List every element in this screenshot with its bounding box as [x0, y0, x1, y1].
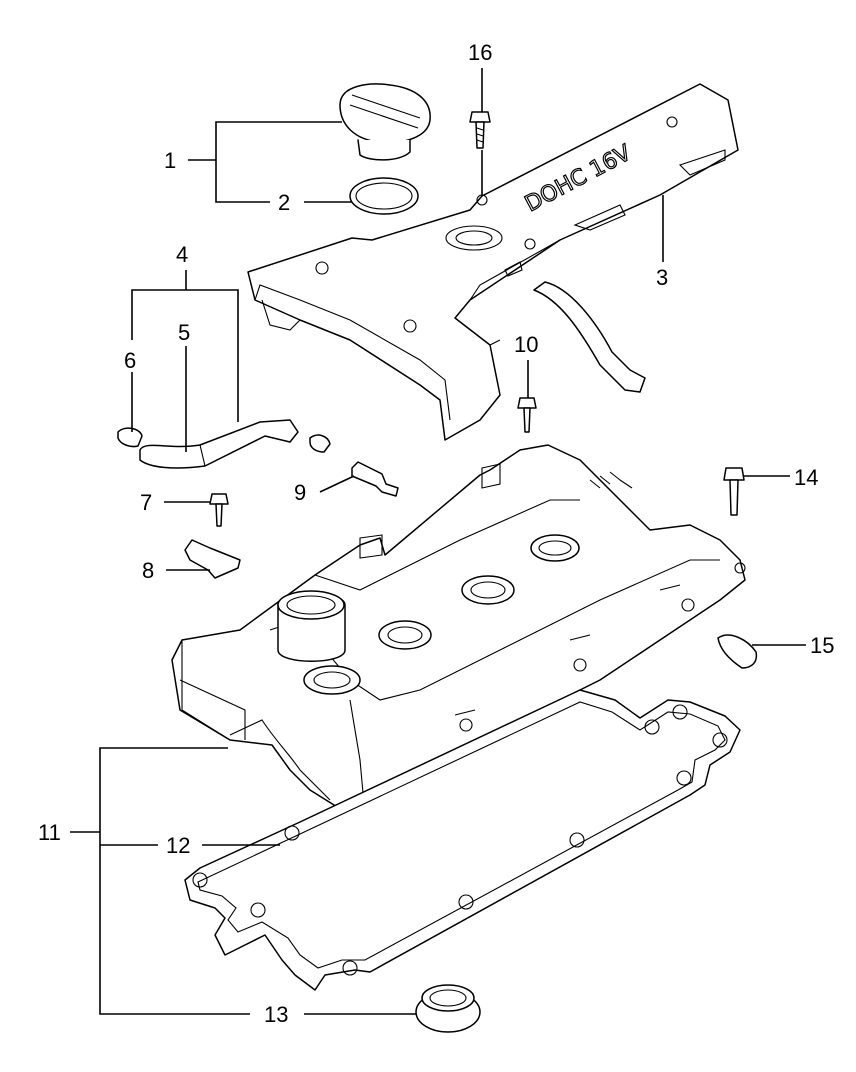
callout-16: 16	[468, 40, 492, 65]
cylinder-head-cover-part-11	[171, 444, 746, 816]
callout-8: 8	[142, 558, 154, 583]
bolt-part-7	[209, 493, 229, 527]
callout-labels: 1 2 3 4 5 6 7 8 9 10 11 12 13 14 15 16	[38, 40, 834, 1027]
plug-seal-part-13	[415, 984, 481, 1033]
callout-4: 4	[176, 242, 188, 267]
callout-6: 6	[124, 348, 136, 373]
hose-clip-part-6	[117, 427, 143, 448]
bolt-part-14	[723, 467, 745, 516]
engine-cover-part-3: DOHC 16V	[247, 83, 739, 441]
callout-3: 3	[656, 265, 668, 290]
callout-2: 2	[278, 190, 290, 215]
callout-14: 14	[794, 465, 818, 490]
callout-12: 12	[166, 833, 190, 858]
oil-filler-cap-part-1	[339, 83, 431, 161]
callout-11: 11	[38, 820, 61, 845]
o-ring-part-2	[349, 177, 419, 215]
callout-10: 10	[514, 332, 538, 357]
hose-clip-right	[309, 434, 331, 453]
callout-13: 13	[264, 1002, 288, 1027]
stud-part-9	[351, 461, 399, 497]
callout-5: 5	[178, 320, 190, 345]
bolt-part-16	[469, 111, 491, 149]
pcv-hose-part-5	[139, 419, 299, 469]
cap-part-15	[717, 634, 758, 669]
callout-1: 1	[164, 148, 176, 173]
breather-hose	[533, 281, 646, 393]
leader-lines	[70, 68, 806, 1015]
callout-9: 9	[294, 480, 306, 505]
bracket-part-8	[184, 539, 241, 579]
bolt-part-10	[517, 397, 537, 433]
callout-7: 7	[140, 490, 152, 515]
callout-15: 15	[810, 633, 834, 658]
gasket-part-12	[184, 689, 741, 991]
